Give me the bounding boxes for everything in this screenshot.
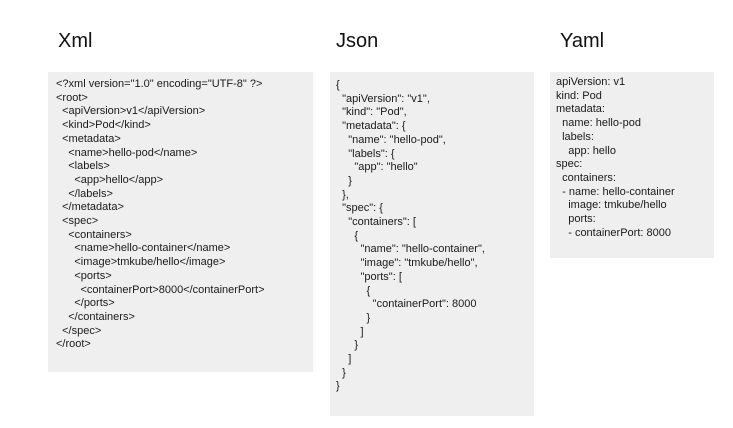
yaml-column-title: Yaml xyxy=(560,30,605,52)
xml-code-panel: <?xml version="1.0" encoding="UTF-8" ?> … xyxy=(48,72,313,372)
json-column-title: Json xyxy=(336,30,379,52)
xml-code-block: <?xml version="1.0" encoding="UTF-8" ?> … xyxy=(56,78,265,351)
json-code-panel: { "apiVersion": "v1", "kind": "Pod", "me… xyxy=(330,72,534,416)
json-code-block: { "apiVersion": "v1", "kind": "Pod", "me… xyxy=(336,79,485,393)
yaml-code-panel: apiVersion: v1 kind: Pod metadata: name:… xyxy=(550,72,714,258)
yaml-code-block: apiVersion: v1 kind: Pod metadata: name:… xyxy=(556,76,675,239)
xml-column-title: Xml xyxy=(58,30,93,52)
